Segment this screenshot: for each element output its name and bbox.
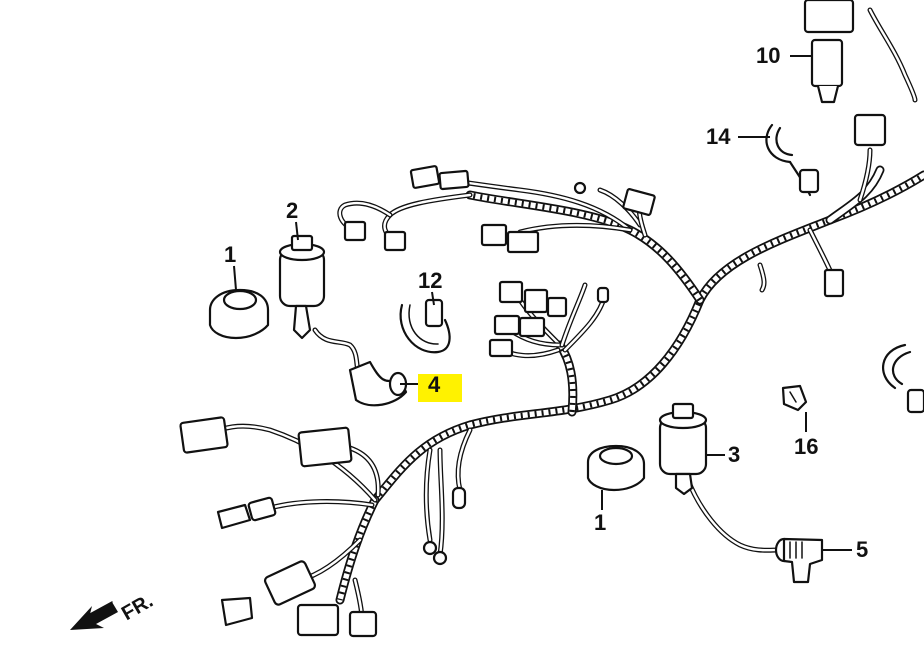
callout-2: 2	[286, 198, 299, 223]
connector-cluster-d	[493, 314, 521, 336]
connector-cluster-f	[488, 338, 514, 358]
connector-lower-left-e	[263, 560, 317, 606]
connector-cluster-c	[546, 296, 568, 318]
connector-cluster-b	[523, 288, 549, 314]
connector-lower-left-b	[297, 426, 353, 468]
connector-mid-a	[480, 223, 508, 247]
connector-left-a	[343, 220, 367, 242]
callout-4: 4	[428, 372, 441, 397]
connector-top-a	[409, 165, 441, 189]
parts	[208, 0, 924, 584]
leader-1a	[233, 265, 237, 291]
connector-lower-left-d	[216, 503, 252, 530]
callout-3: 3	[728, 442, 741, 467]
callout-1-upper: 1	[224, 242, 237, 267]
part-3-coil	[658, 402, 708, 496]
connector-lower-left-c	[247, 496, 277, 522]
part-14-clip	[765, 123, 820, 197]
part-4-plug-cap	[348, 360, 408, 407]
callout-12: 12	[418, 268, 443, 293]
arrow-down-left-icon	[70, 601, 118, 630]
callout-5: 5	[856, 537, 869, 562]
connector-lower-left-h	[220, 596, 254, 627]
connector-lower-left-f	[296, 603, 340, 637]
connector-lower-left-a	[179, 416, 229, 454]
leader-12	[431, 291, 435, 306]
part-1-lower-mount	[586, 444, 646, 492]
terminal-lower-mid	[451, 486, 467, 510]
connector-left-b	[383, 230, 407, 252]
connector-right-b	[853, 113, 887, 147]
callout-4-highlight	[418, 374, 462, 402]
part-12-clamp	[399, 298, 451, 354]
connector-cluster-e	[518, 316, 546, 338]
ring-terminal-top	[573, 181, 587, 195]
connector-lower-left-g	[348, 610, 378, 638]
leader-2	[295, 221, 299, 241]
connectors	[179, 113, 887, 638]
ring-terminal-a	[422, 540, 438, 556]
connector-top-b	[438, 169, 470, 191]
callout-16: 16	[794, 434, 819, 459]
part-10-relay	[803, 0, 855, 104]
connector-mid-c	[622, 188, 656, 216]
connector-right-a	[823, 268, 845, 298]
callout-1-lower: 1	[594, 510, 607, 535]
connector-mid-b	[506, 230, 540, 254]
connector-cluster-a	[498, 280, 524, 304]
callout-10: 10	[756, 43, 781, 68]
ring-terminal-b	[432, 550, 448, 566]
part-5-plug-cap	[774, 537, 824, 584]
callout-14: 14	[706, 124, 731, 149]
part-16-clip	[781, 384, 808, 412]
connector-cluster-g	[596, 286, 610, 304]
part-14-right-clip	[882, 343, 924, 414]
part-1-upper-mount	[208, 288, 270, 340]
part-2-coil	[278, 234, 326, 340]
